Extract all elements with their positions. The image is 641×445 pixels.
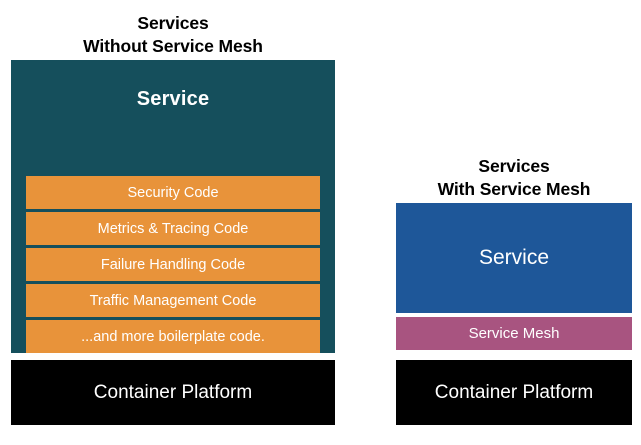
container-platform-left-label: Container Platform	[93, 381, 253, 403]
code-bar-traffic-management: Traffic Management Code	[26, 284, 320, 317]
service-mesh-band: Service Mesh	[396, 317, 632, 350]
container-platform-right-label: Container Platform	[434, 381, 594, 403]
container-platform-left: Container Platform	[11, 360, 335, 425]
service-mesh-label: Service Mesh	[468, 325, 560, 342]
right-column-title-line2: With Service Mesh	[437, 179, 591, 199]
service-with-mesh-panel: Service	[396, 203, 632, 313]
service-label-with-mesh: Service	[478, 246, 550, 269]
right-column-title: Services With Service Mesh	[396, 155, 632, 201]
right-column-title-line1: Services	[478, 156, 550, 176]
service-without-mesh-panel: Service Security Code Metrics & Tracing …	[11, 60, 335, 353]
container-platform-right: Container Platform	[396, 360, 632, 425]
code-bar-security: Security Code	[26, 176, 320, 209]
service-label-without-mesh: Service	[136, 88, 210, 110]
left-column-title: Services Without Service Mesh	[11, 12, 335, 58]
boilerplate-code-stack: Security Code Metrics & Tracing Code Fai…	[26, 176, 320, 353]
left-column-title-line2: Without Service Mesh	[83, 36, 263, 56]
code-bar-more-boilerplate: ...and more boilerplate code.	[26, 320, 320, 353]
code-bar-metrics-tracing: Metrics & Tracing Code	[26, 212, 320, 245]
code-bar-failure-handling: Failure Handling Code	[26, 248, 320, 281]
left-column-title-line1: Services	[137, 13, 209, 33]
